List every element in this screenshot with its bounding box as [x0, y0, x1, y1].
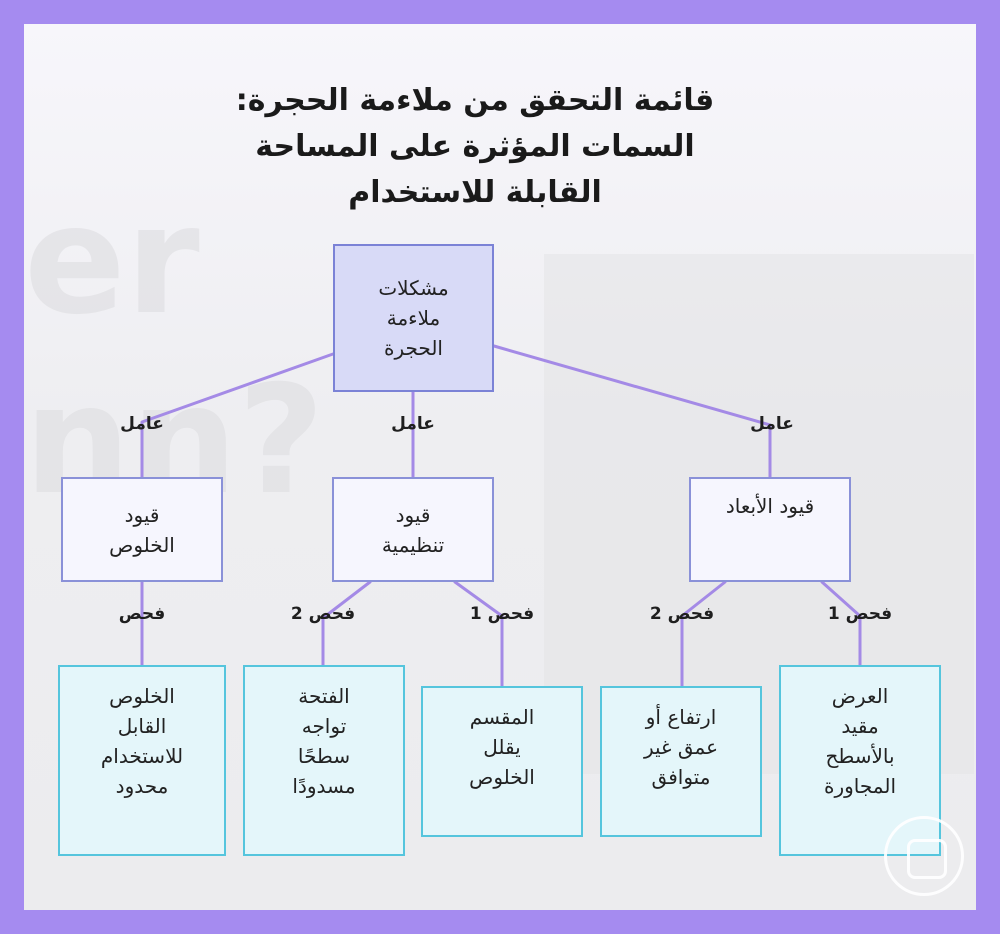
- edge-root-clearance: [140, 352, 335, 479]
- edge-dimension-width: [820, 580, 862, 667]
- edge-label-check: فحص 1: [469, 604, 535, 624]
- node-leaf-width-restricted: العرض مقيد بالأسطح المجاورة: [779, 665, 941, 856]
- node-text: مقيد: [841, 714, 879, 738]
- edge-label-factor: عامل: [120, 414, 164, 434]
- edge-dimension-height: [680, 580, 727, 688]
- node-text: تواجه: [301, 714, 347, 738]
- node-text: المقسم: [469, 705, 535, 729]
- node-text: للاستخدام: [100, 744, 184, 768]
- title-line: قائمة التحقق من ملاءمة الحجرة:: [235, 83, 715, 118]
- node-text: متوافق: [651, 765, 711, 789]
- node-clearance-constraints: قيود الخلوص: [61, 477, 223, 582]
- node-text: قيود الأبعاد: [725, 494, 815, 518]
- node-text: يقلل: [483, 735, 521, 759]
- node-text: قيود: [124, 502, 160, 527]
- node-text: قيود: [395, 502, 431, 527]
- edge-root-dimension: [492, 344, 772, 479]
- node-leaf-door-blocked: الفتحة تواجه سطحًا مسدودًا: [243, 665, 405, 856]
- node-text: ملاءمة: [386, 306, 441, 330]
- node-text: القابل: [117, 714, 167, 738]
- edge-label-check: فحص: [118, 604, 166, 624]
- node-text: بالأسطح: [825, 744, 895, 768]
- edge-label-check: فحص 1: [827, 604, 893, 624]
- node-text: الخلوص: [469, 765, 535, 789]
- node-text: مسدودًا: [292, 774, 356, 798]
- node-text: العرض: [831, 684, 889, 708]
- node-text: تنظيمية: [381, 532, 445, 557]
- node-leaf-clearance-limited: الخلوص القابل للاستخدام محدود: [58, 665, 226, 856]
- node-text: مشكلات: [378, 276, 449, 300]
- node-root: مشكلات ملاءمة الحجرة: [333, 244, 494, 392]
- node-text: الخلوص: [109, 532, 175, 557]
- edge-label-factor: عامل: [391, 414, 435, 434]
- edge-label-check: فحص 2: [290, 604, 356, 624]
- node-text: الحجرة: [384, 336, 443, 360]
- node-text: محدود: [115, 774, 169, 798]
- diagram-title: قائمة التحقق من ملاءمة الحجرة: السمات ال…: [150, 78, 800, 216]
- node-dimension-constraints: قيود الأبعاد: [689, 477, 851, 582]
- node-text: ارتفاع أو: [645, 705, 717, 729]
- node-leaf-partition: المقسم يقلل الخلوص: [421, 686, 583, 837]
- node-text: سطحًا: [297, 744, 351, 768]
- node-text: الخلوص: [109, 684, 175, 708]
- edge-label-factor: عامل: [750, 414, 794, 434]
- node-text: المجاورة: [824, 774, 897, 798]
- brand-logo-icon: [884, 816, 964, 896]
- node-text: الفتحة: [298, 684, 350, 708]
- edge-regulatory-partition: [453, 580, 504, 688]
- node-regulatory-constraints: قيود تنظيمية: [332, 477, 494, 582]
- edge-label-check: فحص 2: [649, 604, 715, 624]
- title-line: السمات المؤثرة على المساحة: [255, 129, 695, 164]
- node-leaf-height-depth: ارتفاع أو عمق غير متوافق: [600, 686, 762, 837]
- edge-regulatory-door: [321, 580, 372, 667]
- title-line: القابلة للاستخدام: [348, 175, 602, 210]
- node-text: عمق غير: [643, 735, 719, 759]
